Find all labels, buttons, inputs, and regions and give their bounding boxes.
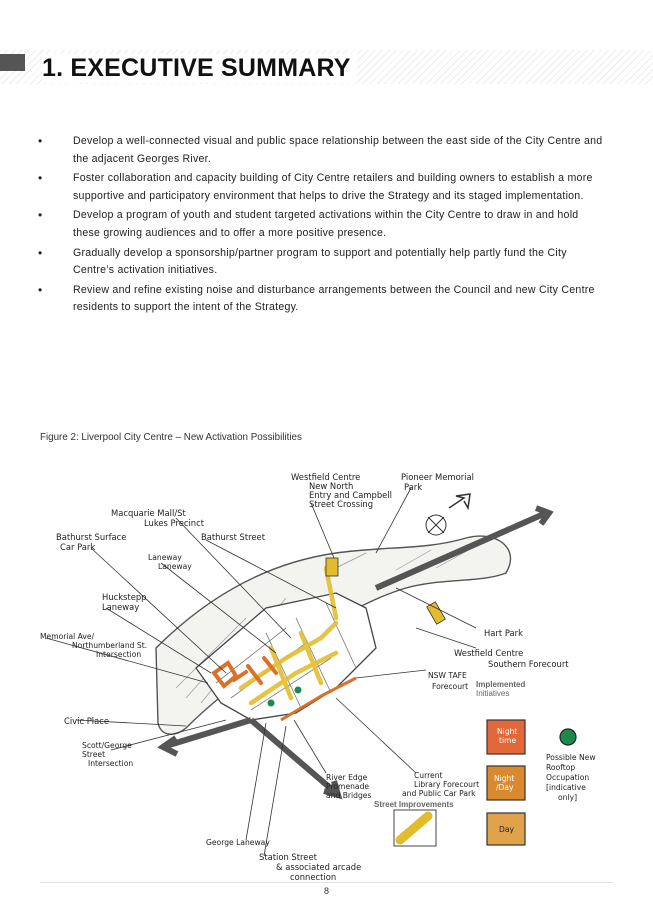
- bullet-dot: •: [38, 282, 43, 297]
- figure-caption: Figure 2: Liverpool City Centre – New Ac…: [40, 432, 302, 443]
- bullet-dot: •: [38, 171, 43, 186]
- bullet-item: •Gradually develop a sponsorship/partner…: [38, 245, 567, 277]
- north-arrow-icon: [448, 493, 471, 511]
- legend-swatch-day: [486, 812, 526, 846]
- legend-street-improvements: Street Improvements: [374, 800, 454, 809]
- legend-nightday-label: Night/Day: [494, 774, 514, 792]
- river-band: [155, 535, 512, 735]
- legend-swatch-night: [486, 719, 526, 755]
- westfield-north-marker: [325, 557, 339, 577]
- laneway-activations: [211, 656, 278, 689]
- bullet-item: •Develop a well-connected visual and pub…: [38, 134, 603, 165]
- footer-divider: [40, 882, 613, 883]
- label-hart-park: Hart Park: [484, 628, 523, 638]
- header-marker: [0, 54, 25, 71]
- leader-lines: [45, 487, 477, 857]
- bullet-dot: •: [38, 208, 43, 223]
- bullet-dot: •: [38, 134, 43, 148]
- hart-park-marker: [426, 601, 446, 625]
- page-number: 8: [323, 886, 329, 896]
- bullet-dot: •: [38, 245, 43, 260]
- bullet-item: •Develop a program of youth and student …: [38, 208, 579, 239]
- rooftop-marker: [294, 686, 302, 694]
- arrow-civic-icon: [157, 717, 252, 757]
- arrow-north-east-icon: [374, 505, 554, 591]
- bullet-item: •Review and refine existing noise and di…: [38, 282, 595, 314]
- bullet-item: •Foster collaboration and capacity build…: [38, 171, 593, 202]
- legend-swatch-nightday: [486, 765, 526, 801]
- river-edge-promenade: [280, 676, 357, 722]
- arrow-south-icon: [249, 717, 343, 800]
- page-title: 1. EXECUTIVE SUMMARY: [42, 54, 357, 83]
- legend-street-hatch: [395, 811, 433, 845]
- label-civic-place: Civic Place: [64, 716, 109, 726]
- compass-icon: [425, 514, 447, 536]
- street-improvements: [238, 565, 339, 706]
- legend-day-label: Day: [499, 825, 515, 834]
- label-memorial-ave: Memorial Ave/Northumberland St.Intersect…: [40, 632, 147, 659]
- summary-bullet-list: •Develop a well-connected visual and pub…: [38, 133, 608, 319]
- rooftop-marker: [267, 699, 275, 707]
- legend-rooftop-icon: [559, 728, 577, 746]
- label-george-laneway: George Laneway: [206, 838, 270, 847]
- compass-cross: [427, 516, 445, 534]
- label-bathurst-street: Bathurst Street: [201, 532, 266, 542]
